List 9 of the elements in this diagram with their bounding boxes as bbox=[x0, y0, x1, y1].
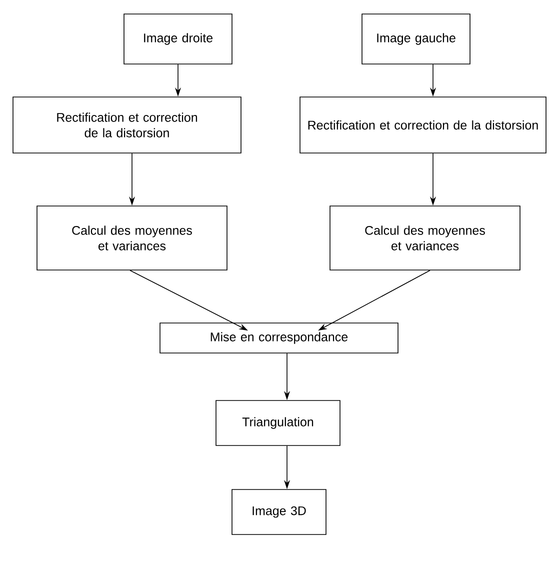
process-box: Mise en correspondance bbox=[160, 322, 398, 354]
process-box: Calcul des moyennes et variances bbox=[36, 206, 228, 270]
process-box: Image droite bbox=[124, 14, 232, 64]
process-box: Rectification et correction de la distorsion bbox=[12, 96, 242, 154]
process-box: Rectification et correction de la distorsion bbox=[300, 96, 546, 154]
process-box: Image gauche bbox=[362, 14, 470, 64]
process-box: Calcul des moyennes et variances bbox=[330, 206, 520, 270]
process-box: Image 3D bbox=[232, 489, 326, 535]
process-box: Triangulation bbox=[216, 400, 340, 446]
